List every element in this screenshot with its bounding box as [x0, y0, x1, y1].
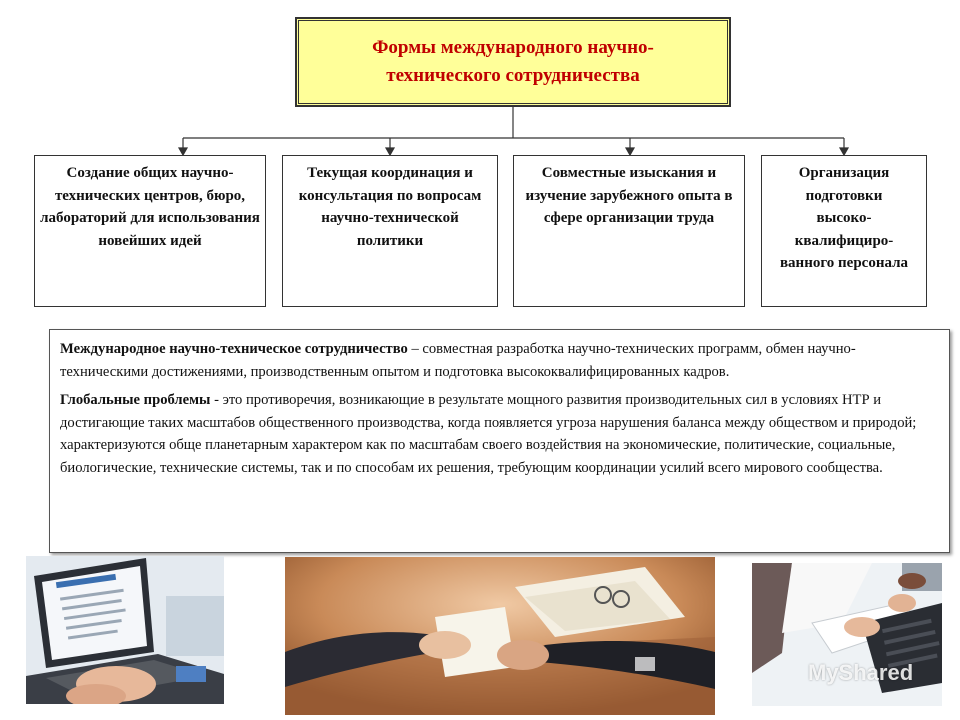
laptop-typing-photo	[26, 556, 224, 704]
keyboard-writing-photo	[752, 563, 942, 706]
document-handover-photo	[285, 557, 715, 715]
definitions-box: Международное научно-техническое сотрудн…	[49, 329, 950, 553]
definition-1-term: Международное научно-техническое сотрудн…	[60, 341, 408, 357]
definition-2-text: - это противоречия, возникающие в резуль…	[60, 392, 917, 476]
arrow-head-1	[177, 147, 189, 157]
form-box-3: Совместные изыскания и изучение зарубежн…	[513, 155, 745, 307]
form-label-4: Организация подготовки высоко-квалифицир…	[779, 165, 909, 271]
arrow-head-3	[624, 147, 636, 157]
definition-2-term: Глобальные проблемы	[60, 392, 211, 408]
watermark-text: MyShared	[808, 660, 914, 685]
form-label-2: Текущая координация и консультация по во…	[298, 165, 482, 249]
form-box-1: Создание общих научно-технических центро…	[34, 155, 266, 307]
form-label-3: Совместные изыскания и изучение зарубежн…	[525, 165, 733, 226]
definition-2: Глобальные проблемы - это противоречия, …	[60, 389, 939, 479]
diagram-title-box: Формы международного научно-технического…	[295, 17, 731, 107]
definition-1-text: – совместная разработка научно-техническ…	[60, 341, 856, 380]
form-box-4: Организация подготовки высоко-квалифицир…	[761, 155, 927, 307]
diagram-title: Формы международного научно-технического…	[372, 37, 654, 86]
form-label-1: Создание общих научно-технических центро…	[40, 165, 260, 249]
definition-1: Международное научно-техническое сотрудн…	[60, 338, 939, 383]
arrow-head-2	[384, 147, 396, 157]
form-box-2: Текущая координация и консультация по во…	[282, 155, 498, 307]
arrow-head-4	[838, 147, 850, 157]
